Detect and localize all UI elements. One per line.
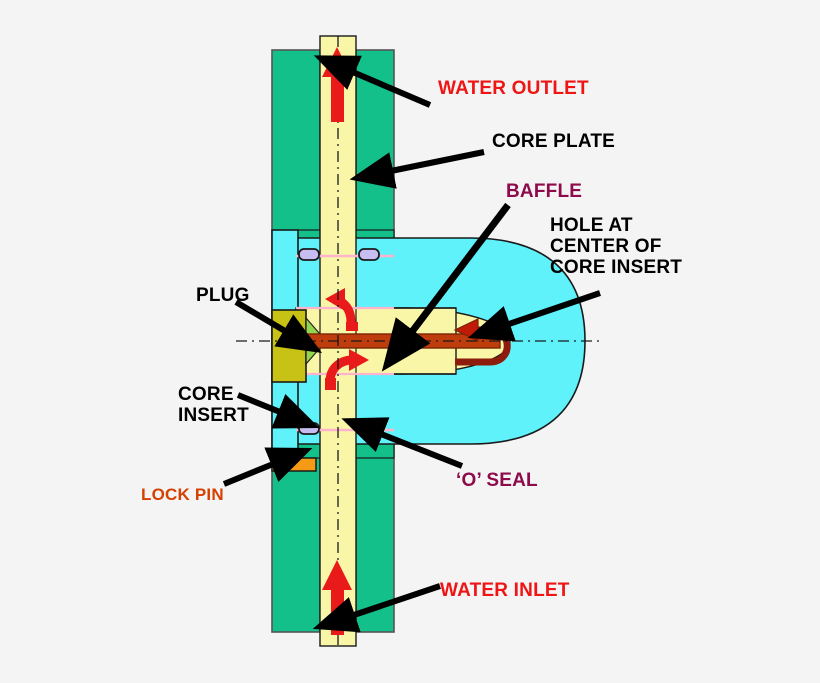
leader-core-insert [236, 392, 320, 429]
leader-hole-at-center [467, 290, 601, 342]
label-lock-pin: LOCK PIN [141, 485, 224, 504]
label-water-inlet: WATER INLET [440, 580, 570, 601]
leader-lock-pin [222, 447, 313, 487]
leader-baffle [381, 202, 511, 372]
label-o-seal: ‘O’ SEAL [456, 470, 538, 491]
leader-plug [234, 299, 323, 353]
o-seal-lower-left [298, 422, 320, 435]
o-seal-upper-right [358, 248, 380, 261]
leader-o-seal [341, 417, 464, 469]
flow-arrow-upper [325, 288, 358, 331]
leader-core-plate [349, 149, 485, 189]
label-plug: PLUG [196, 285, 250, 306]
label-core-plate: CORE PLATE [492, 131, 616, 152]
leader-water-outlet [313, 55, 432, 108]
o-seal-upper-left [298, 248, 320, 261]
label-water-outlet: WATER OUTLET [438, 78, 589, 99]
leader-water-inlet [312, 583, 441, 633]
label-baffle: BAFFLE [506, 181, 583, 202]
